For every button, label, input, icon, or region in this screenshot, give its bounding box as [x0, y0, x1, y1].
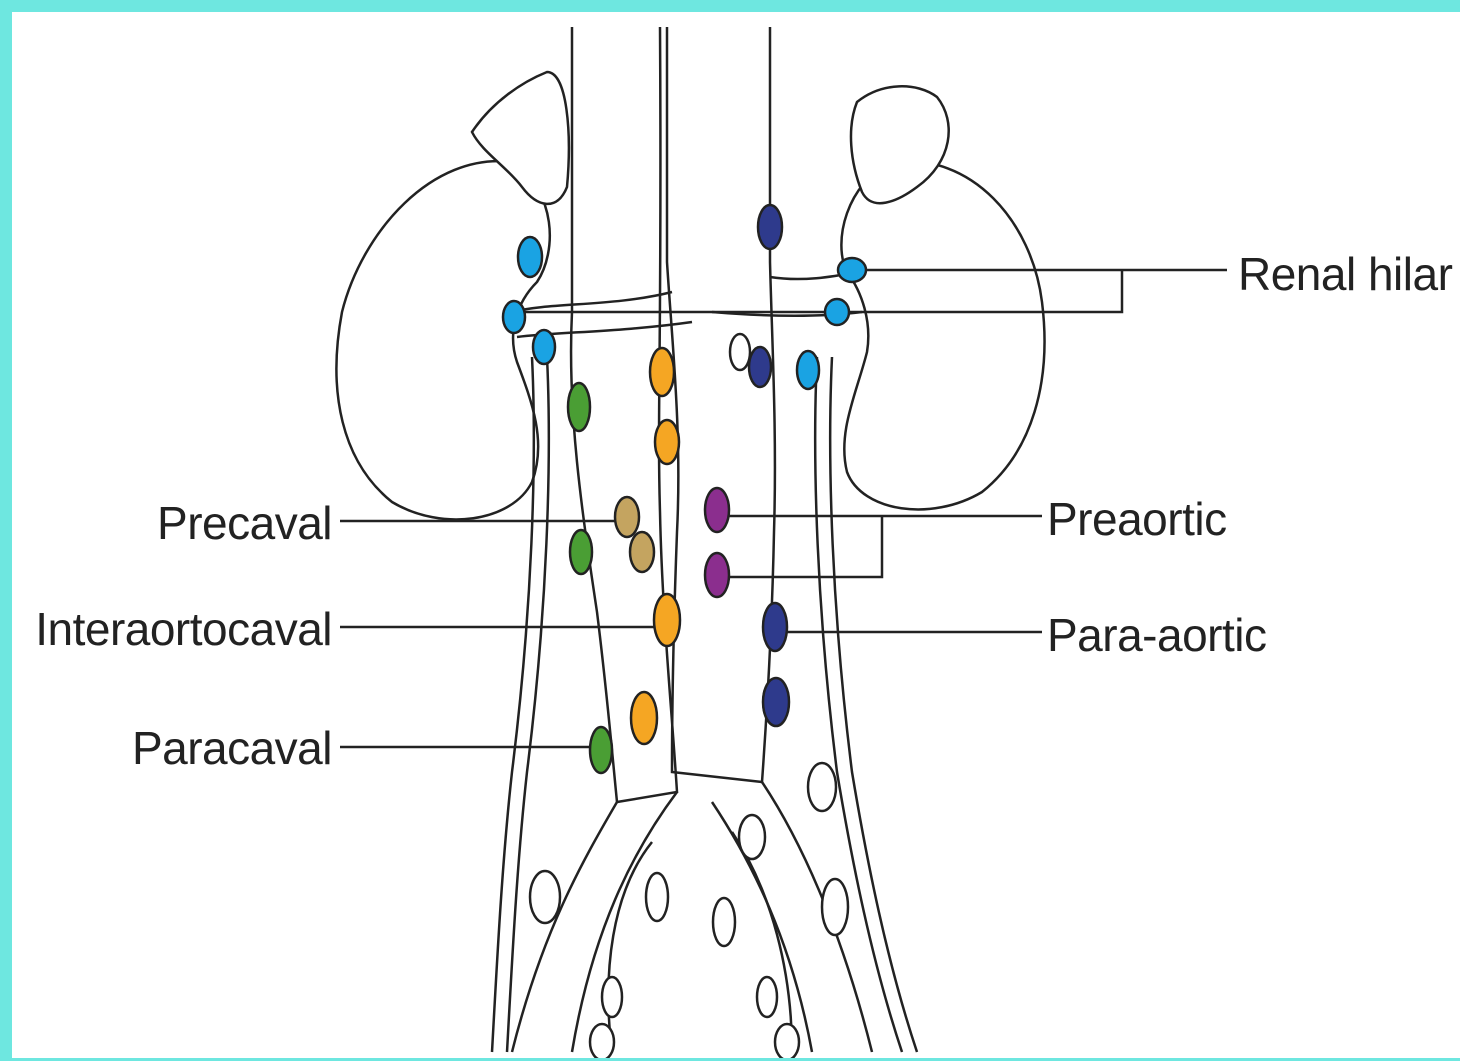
diagram-frame: Renal hilar Precaval Preaortic Interaort…: [12, 12, 1460, 1058]
other-node: [602, 977, 622, 1017]
other-node: [822, 879, 848, 935]
preaortic-node: [705, 553, 729, 597]
paracaval-node: [568, 383, 590, 431]
left-kidney: [336, 161, 549, 519]
renal-hilar-node: [797, 351, 819, 389]
interaortocaval-node: [654, 594, 680, 646]
aorta: [667, 27, 775, 782]
other-node: [808, 763, 836, 811]
interaortocaval-node: [650, 348, 674, 396]
label-preaortic: Preaortic: [1047, 496, 1227, 542]
preaortic-leader-bracket: [727, 516, 882, 577]
precaval-node: [615, 497, 639, 537]
left-iliac-inner: [572, 792, 677, 1052]
para-aortic-node: [749, 347, 771, 387]
para-aortic-node: [758, 205, 782, 249]
renal-hilar-node: [838, 258, 866, 282]
para-aortic-node: [763, 603, 787, 651]
paracaval-node: [570, 530, 592, 574]
label-renal-hilar: Renal hilar: [1238, 251, 1452, 297]
renal-hilar-node: [533, 330, 555, 364]
right-iliac: [762, 782, 872, 1052]
interaortocaval-node: [655, 420, 679, 464]
para-aortic-node: [763, 678, 789, 726]
other-node: [590, 1024, 614, 1058]
other-node: [713, 898, 735, 946]
label-paracaval: Paracaval: [72, 725, 332, 771]
pelvic-inner: [608, 842, 652, 1052]
other-node: [775, 1024, 799, 1058]
renal-hilar-node: [503, 301, 525, 333]
label-interaortocaval: Interaortocaval: [12, 606, 332, 652]
paracaval-node: [590, 727, 612, 773]
precaval-node: [630, 532, 654, 572]
left-iliac: [512, 802, 617, 1052]
other-node: [646, 873, 668, 921]
other-node: [530, 871, 560, 923]
other-node: [757, 977, 777, 1017]
other-node: [730, 334, 750, 370]
renal-hilar-node: [825, 299, 849, 325]
renal-hilar-node: [518, 237, 542, 277]
renal-vessel-left: [512, 292, 672, 312]
preaortic-node: [705, 488, 729, 532]
interaortocaval-node: [631, 692, 657, 744]
right-kidney: [841, 161, 1044, 509]
other-node: [739, 815, 765, 859]
label-precaval: Precaval: [72, 500, 332, 546]
anatomy-outline: [336, 27, 1044, 1052]
label-para-aortic: Para-aortic: [1047, 612, 1266, 658]
